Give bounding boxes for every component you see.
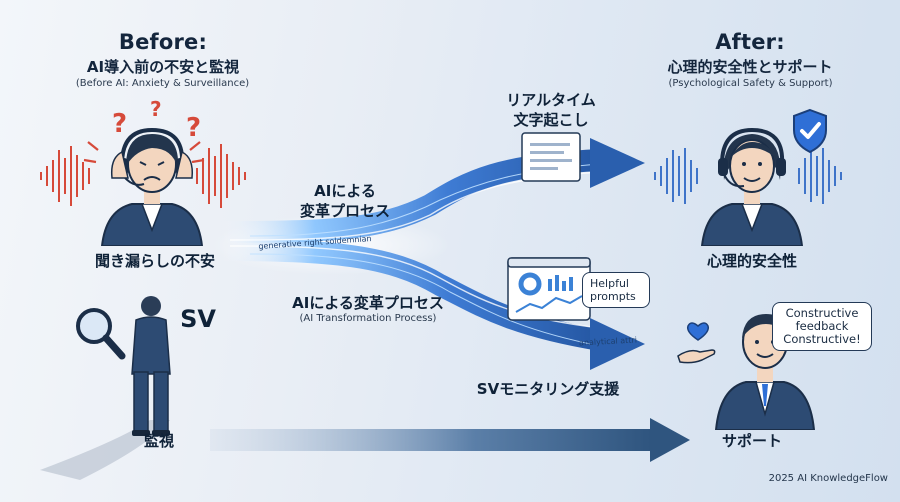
heart-hand-icon [677,322,716,364]
transcript-card [521,132,581,182]
dashboard-card [507,257,591,321]
surveillance-label: 監視 [143,432,174,450]
question-marks-icon: ? ? ? [112,97,201,143]
realtime-transcription-line1: リアルタイム [506,91,596,109]
bottom-arrow [210,418,690,462]
after-subtitle: 心理的安全性とサポート [667,58,833,76]
ai-process-title: AIによる変革プロセス [292,294,444,312]
stress-lines [83,141,205,164]
constructive-feedback-bubble: Constructive feedback Constructive! [772,302,872,351]
after-caption: (Psychological Safety & Support) [668,78,833,89]
ai-process-title-en: (AI Transformation Process) [299,313,437,324]
helpful-prompts-text: Helpful prompts [590,277,636,303]
sv-monitoring-label: SVモニタリング支援 [476,380,620,398]
support-label: サポート [721,432,782,450]
ai-process-line1: AIによる [314,182,376,200]
ai-process-line2: 変革プロセス [299,202,390,220]
anxious-agent [100,127,204,246]
shield-check-icon [793,108,827,154]
calm-sound-wave [654,148,842,204]
bubble-line-2: feedback [795,319,849,333]
anxiety-sound-wave [40,144,246,208]
before-title: Before: [118,30,208,54]
supervisor-figure [131,296,171,436]
calm-agent [700,127,804,246]
svg-text:?: ? [150,97,162,121]
bubble-line-1: Constructive [785,306,859,320]
realtime-transcription-line2: 文字起こし [513,111,589,129]
magnifying-glass-icon [76,308,126,360]
svg-text:?: ? [186,113,201,143]
svg-text:?: ? [112,109,127,139]
bubble-line-3: Constructive! [783,332,861,346]
psych-safety-label: 心理的安全性 [706,252,797,270]
helpful-prompts-bubble: Helpful prompts [582,272,650,308]
sv-label: SV [180,305,216,333]
anxiety-label: 聞き漏らしの不安 [94,252,215,270]
before-subtitle: AI導入前の不安と監視 [86,58,240,76]
after-title: After: [715,30,785,54]
before-caption: (Before AI: Anxiety & Surveillance) [75,78,250,89]
footer-credit: 2025 AI KnowledgeFlow [768,473,888,484]
